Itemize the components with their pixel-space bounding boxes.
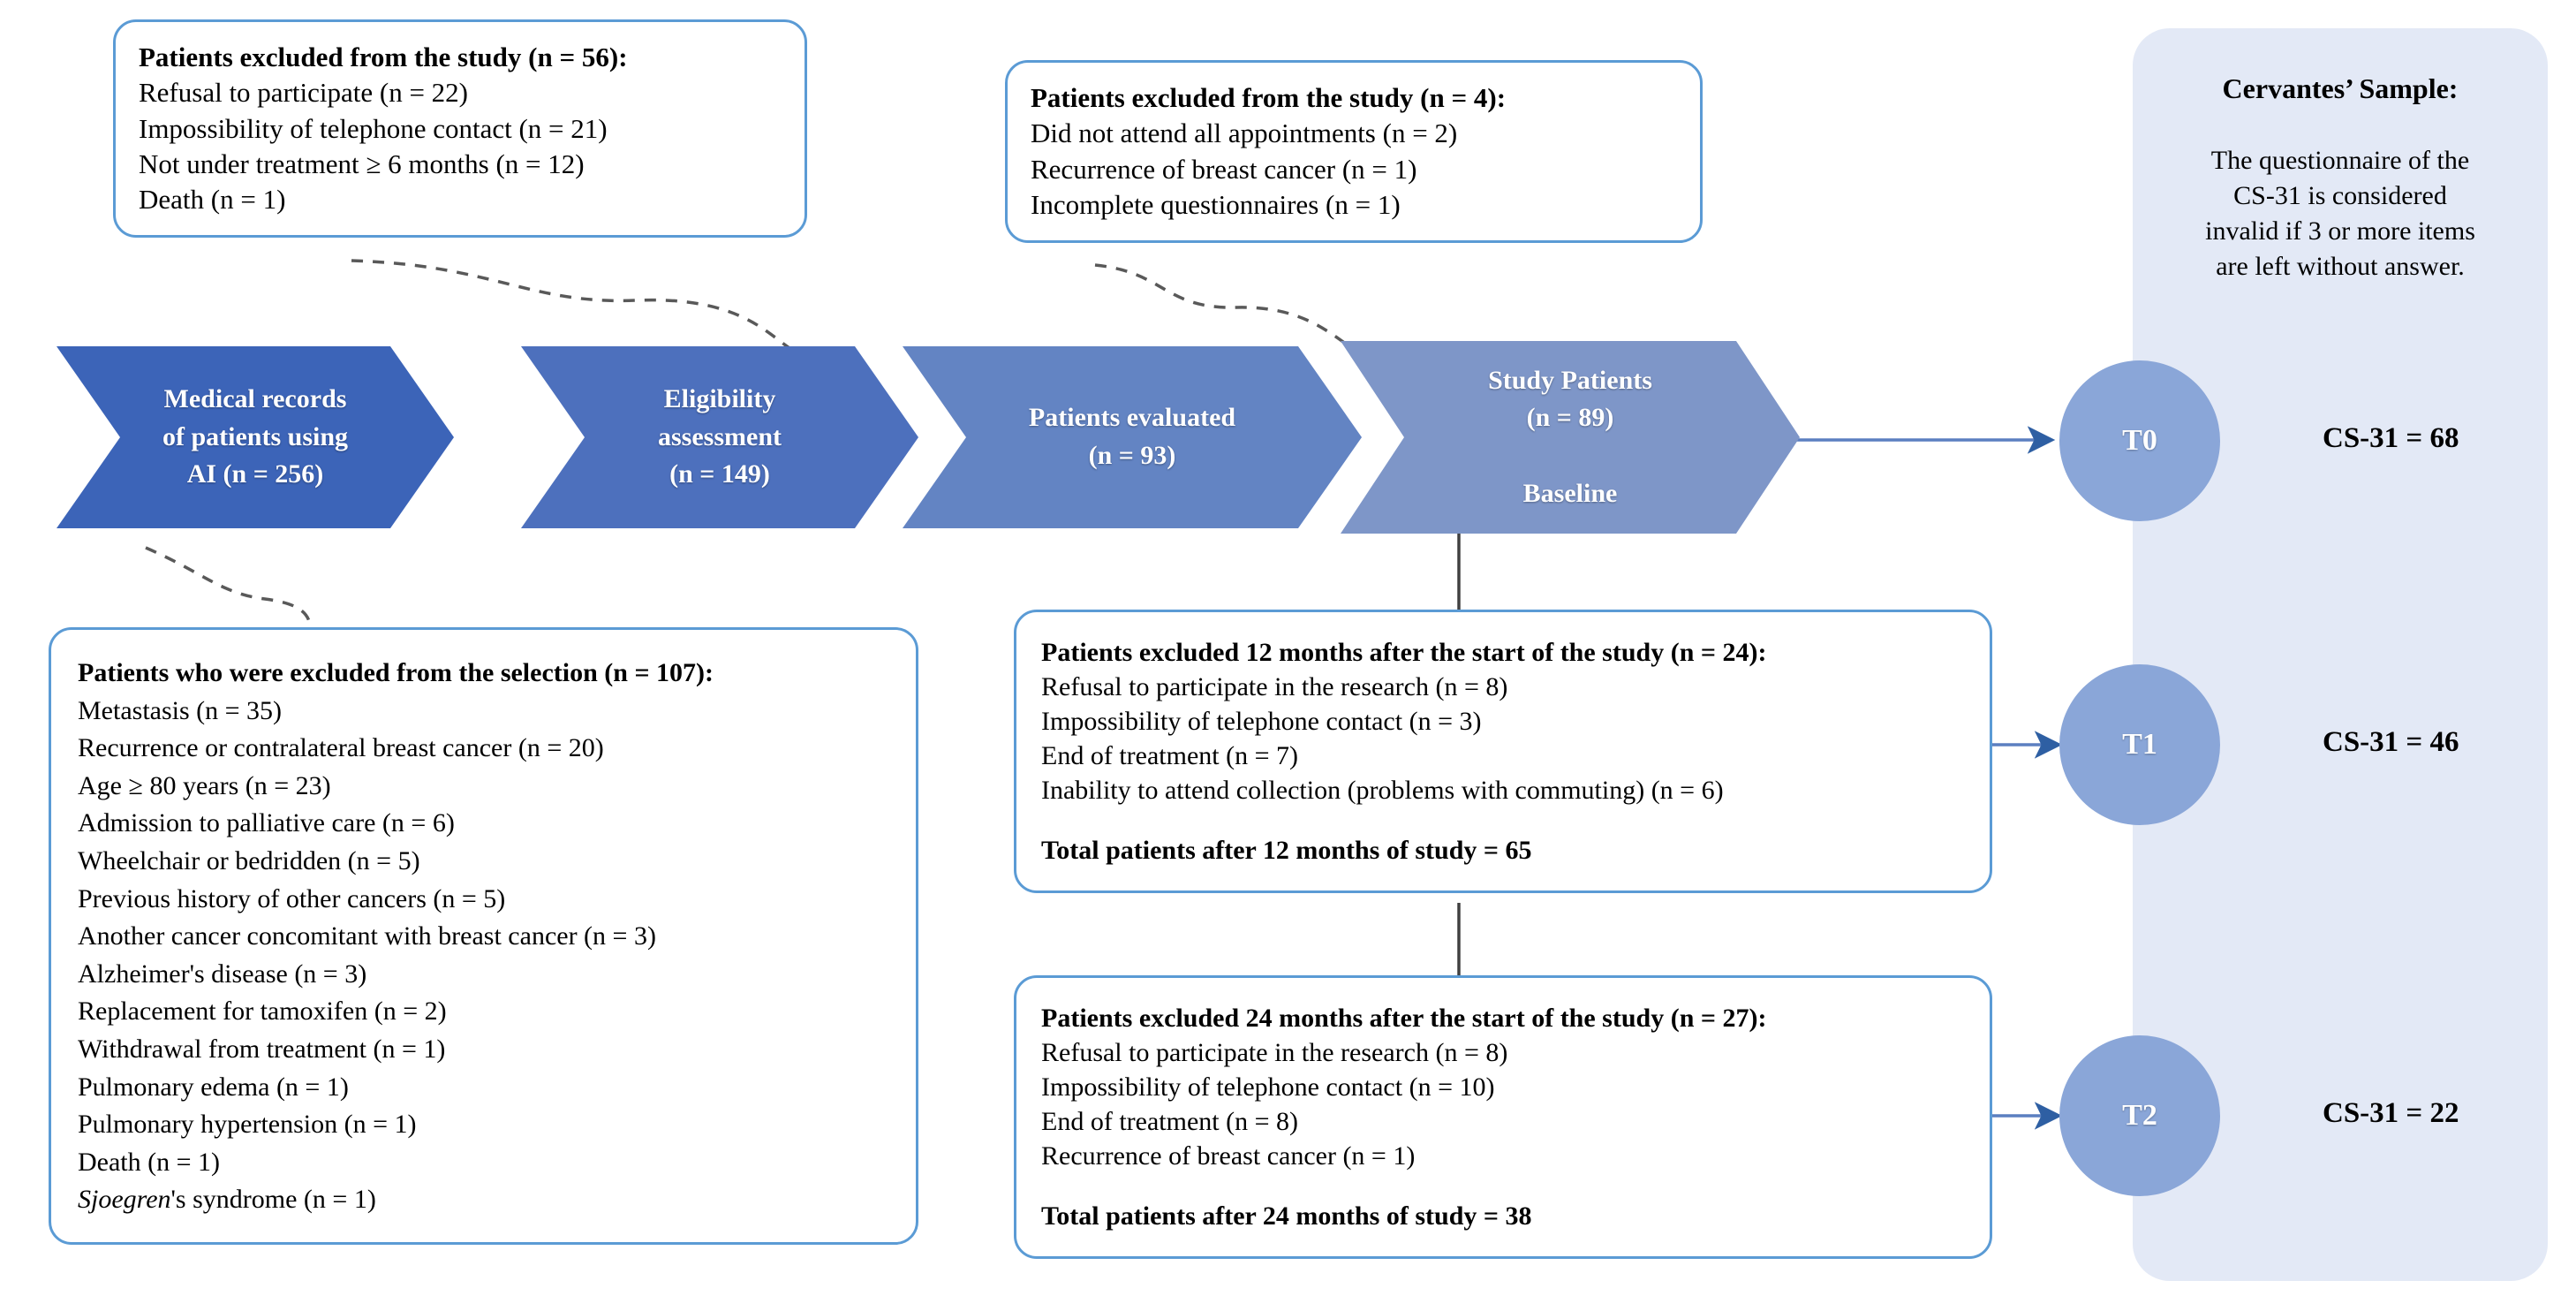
cs31-score-t1: CS-31 = 46 bbox=[2323, 726, 2459, 758]
dashed-connector-excluded-107 bbox=[145, 546, 313, 630]
box-header: Patients excluded 24 months after the st… bbox=[1041, 1004, 1767, 1033]
box-line: Alzheimer's disease (n = 3) bbox=[78, 959, 367, 989]
timepoint-circle-t2: T2 bbox=[2059, 1035, 2220, 1196]
box-header: Patients excluded 12 months after the st… bbox=[1041, 638, 1767, 667]
cs31-score-t2: CS-31 = 22 bbox=[2323, 1097, 2459, 1129]
box-line: Inability to attend collection (problems… bbox=[1041, 776, 1724, 805]
box-spacer bbox=[1041, 807, 1965, 833]
sjoegren-rest: 's syndrome (n = 1) bbox=[170, 1185, 376, 1215]
box-line: Refusal to participate in the research (… bbox=[1041, 672, 1508, 701]
sjoegren-italic: Sjoegren bbox=[78, 1185, 171, 1215]
box-line: Incomplete questionnaires (n = 1) bbox=[1031, 188, 1401, 220]
box-line: Replacement for tamoxifen (n = 2) bbox=[78, 997, 447, 1027]
flow-step-patients-evaluated: Patients evaluated (n = 93) bbox=[903, 346, 1362, 528]
box-line: Another cancer concomitant with breast c… bbox=[78, 921, 656, 951]
flow-step-label: Patients evaluated (n = 93) bbox=[1028, 403, 1236, 470]
timepoint-circle-t1: T1 bbox=[2059, 664, 2220, 825]
flow-step-label: Study Patients (n = 89) Baseline bbox=[1488, 365, 1652, 508]
box-line: Wheelchair or bedridden (n = 5) bbox=[78, 845, 420, 875]
panel-body-line: CS-31 is considered bbox=[2233, 180, 2447, 210]
flow-step-label: Eligibility assessment (n = 149) bbox=[658, 384, 782, 489]
box-line: Impossibility of telephone contact (n = … bbox=[1041, 1072, 1495, 1102]
dashed-connector-excluded-56 bbox=[351, 259, 796, 353]
flow-step-label: Medical records of patients using AI (n … bbox=[162, 384, 349, 489]
timepoint-circle-t0: T0 bbox=[2059, 360, 2220, 521]
box-header: Patients excluded from the study (n = 56… bbox=[139, 42, 628, 72]
cs31-score-t0: CS-31 = 68 bbox=[2323, 422, 2459, 454]
panel-body-line: are left without answer. bbox=[2216, 251, 2465, 281]
timepoint-label: T0 bbox=[2122, 424, 2157, 457]
panel-body-line: The questionnaire of the bbox=[2210, 146, 2470, 175]
box-line: Pulmonary hypertension (n = 1) bbox=[78, 1110, 417, 1140]
box-total: Total patients after 12 months of study … bbox=[1041, 835, 1532, 865]
box-line: Admission to palliative care (n = 6) bbox=[78, 808, 455, 838]
box-line: Recurrence of breast cancer (n = 1) bbox=[1041, 1141, 1416, 1171]
box-line: Refusal to participate (n = 22) bbox=[139, 77, 468, 109]
box-line: Did not attend all appointments (n = 2) bbox=[1031, 117, 1458, 149]
box-line: Impossibility of telephone contact (n = … bbox=[1041, 707, 1482, 736]
box-line: Death (n = 1) bbox=[78, 1147, 221, 1177]
box-line: Pulmonary edema (n = 1) bbox=[78, 1072, 349, 1102]
box-header: Patients who were excluded from the sele… bbox=[78, 658, 714, 687]
flow-step-medical-records: Medical records of patients using AI (n … bbox=[57, 346, 454, 528]
timepoint-label: T2 bbox=[2122, 1099, 2157, 1132]
box-line: Recurrence or contralateral breast cance… bbox=[78, 733, 604, 763]
box-excluded-from-study-4: Patients excluded from the study (n = 4)… bbox=[1005, 60, 1703, 244]
box-total: Total patients after 24 months of study … bbox=[1041, 1201, 1532, 1231]
flow-step-eligibility-assessment: Eligibility assessment (n = 149) bbox=[521, 346, 918, 528]
box-line: Recurrence of breast cancer (n = 1) bbox=[1031, 153, 1417, 185]
box-excluded-from-selection-107: Patients who were excluded from the sele… bbox=[49, 627, 918, 1245]
panel-body-line: invalid if 3 or more items bbox=[2205, 216, 2475, 246]
box-line: End of treatment (n = 8) bbox=[1041, 1107, 1298, 1136]
box-line: Not under treatment ≥ 6 months (n = 12) bbox=[139, 148, 585, 179]
flow-step-study-patients: Study Patients (n = 89) Baseline bbox=[1341, 341, 1800, 534]
panel-title: Cervantes’ Sample: bbox=[2222, 72, 2459, 104]
box-line: Previous history of other cancers (n = 5… bbox=[78, 883, 506, 913]
dashed-connector-excluded-4 bbox=[1094, 263, 1361, 355]
box-line: Death (n = 1) bbox=[139, 184, 286, 216]
box-line: Impossibility of telephone contact (n = … bbox=[139, 112, 608, 144]
box-header: Patients excluded from the study (n = 4)… bbox=[1031, 82, 1507, 113]
box-line: Age ≥ 80 years (n = 23) bbox=[78, 770, 331, 800]
box-excluded-12-months: Patients excluded 12 months after the st… bbox=[1014, 610, 1992, 893]
panel-body-text: The questionnaire of the CS-31 is consid… bbox=[2137, 143, 2543, 284]
box-excluded-24-months: Patients excluded 24 months after the st… bbox=[1014, 975, 1992, 1259]
box-line-sjoegren: Sjoegren's syndrome (n = 1) bbox=[78, 1181, 889, 1219]
box-line: End of treatment (n = 7) bbox=[1041, 741, 1298, 770]
box-line: Metastasis (n = 35) bbox=[78, 695, 283, 725]
box-excluded-from-study-56: Patients excluded from the study (n = 56… bbox=[113, 19, 807, 239]
box-spacer bbox=[1041, 1173, 1965, 1199]
timepoint-label: T1 bbox=[2122, 728, 2157, 761]
box-line: Withdrawal from treatment (n = 1) bbox=[78, 1034, 446, 1064]
box-line: Refusal to participate in the research (… bbox=[1041, 1038, 1508, 1067]
